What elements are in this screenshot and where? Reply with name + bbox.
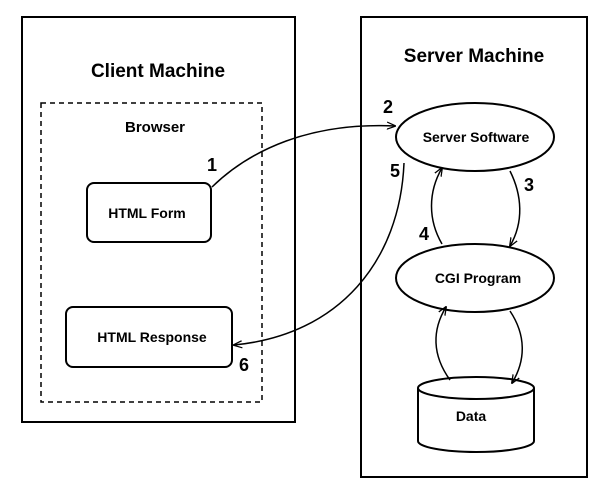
arrow-cgi-to-data [509, 310, 523, 383]
html-response-box [65, 306, 233, 368]
arrow-step-1-2 [211, 126, 395, 188]
step-4-label: 4 [419, 224, 429, 244]
step-1-label: 1 [207, 155, 217, 175]
data-store-cylinder [417, 376, 535, 453]
arrow-step-4 [430, 168, 443, 245]
data-label: Data [456, 408, 487, 424]
cgi-program-label: CGI Program [435, 270, 521, 286]
html-form-box [86, 182, 212, 243]
step-3-label: 3 [524, 175, 534, 195]
arrow-step-5-6 [234, 162, 405, 345]
server-machine-title: Server Machine [404, 46, 544, 67]
arrow-data-to-cgi [435, 307, 451, 381]
server-software-label: Server Software [423, 129, 530, 145]
step-6-label: 6 [239, 355, 249, 375]
step-5-label: 5 [390, 161, 400, 181]
html-response-label: HTML Response [97, 329, 207, 345]
server-software-node [395, 102, 555, 172]
browser-label: Browser [125, 119, 185, 136]
arrow-step-3 [510, 170, 521, 246]
html-form-label: HTML Form [108, 205, 186, 221]
step-2-label: 2 [383, 97, 393, 117]
browser-boundary [40, 102, 263, 403]
cgi-program-node [395, 243, 555, 313]
client-machine-title: Client Machine [91, 61, 225, 82]
